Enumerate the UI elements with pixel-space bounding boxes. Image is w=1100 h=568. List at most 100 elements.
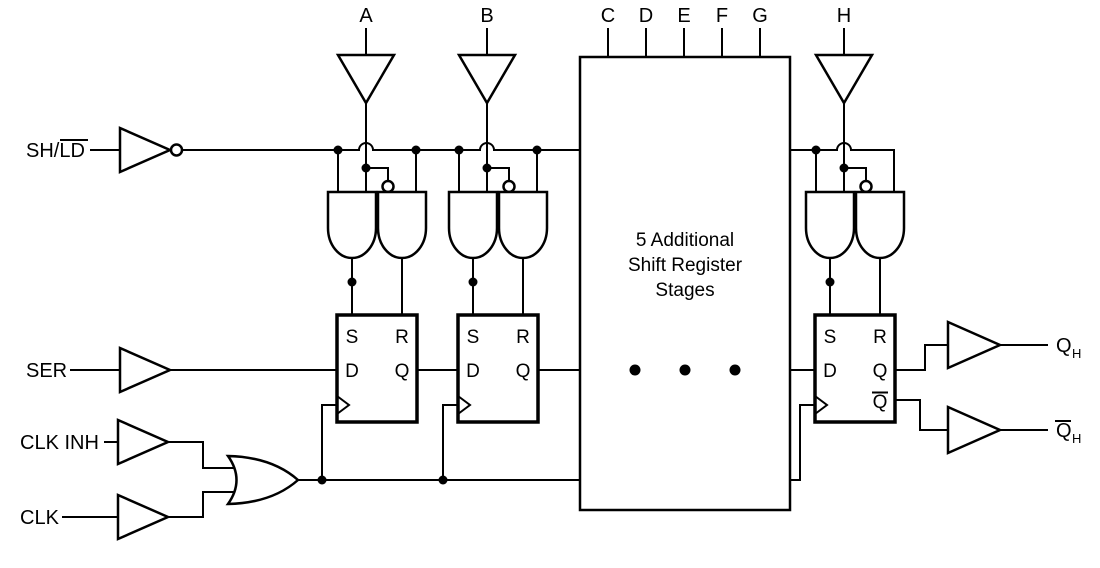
- s1-reset-and-gate-icon: [376, 190, 428, 260]
- wire-clock-bus-right: [790, 404, 815, 481]
- junction-dot: [825, 277, 835, 287]
- wire-shld-bus-left: [182, 142, 580, 151]
- stages-box-label-1: 5 Additional: [636, 230, 734, 251]
- stage-2: S R D Q: [447, 150, 580, 424]
- inverter-icon: [118, 126, 174, 174]
- input-d: D: [639, 5, 653, 57]
- additional-stages-box: 5 Additional Shift Register Stages: [578, 55, 815, 512]
- wire-q8-buffer: [895, 344, 948, 371]
- ser-input: SER: [26, 346, 337, 394]
- stages-box-label-3: Stages: [655, 280, 714, 301]
- input-label-h: H: [837, 5, 851, 27]
- ff8-q-label: Q: [873, 361, 888, 382]
- ff1-clock-edge-icon: [336, 395, 351, 415]
- ellipsis-dot: [729, 364, 741, 376]
- buffer-h-icon: [813, 53, 875, 106]
- s1-set-and-gate-icon: [326, 190, 378, 260]
- input-label-d: D: [639, 5, 653, 27]
- wire-s2-data-branch: [487, 167, 510, 181]
- junction-dots: [317, 145, 849, 485]
- wire-shld-bus-right: [790, 142, 895, 192]
- flip-flop-8: [813, 313, 897, 424]
- ff2-clock-edge-icon: [457, 395, 472, 415]
- ff8-qbar-label: Q: [873, 392, 888, 413]
- ff1-reset-label: R: [395, 327, 409, 348]
- qh-sub-label: H: [1072, 346, 1081, 361]
- wire-clock-ff1: [321, 404, 337, 480]
- wire-clkinh-out: [168, 441, 236, 469]
- junction-dot: [317, 475, 327, 485]
- junction-dot: [454, 145, 464, 155]
- input-c: C: [601, 5, 615, 57]
- shld-label: SH/LD: [26, 140, 85, 162]
- or-gate-icon: [225, 454, 300, 506]
- qhbar-label: Q: [1056, 420, 1072, 442]
- input-b: B: [456, 5, 518, 192]
- outputs: Q H Q H: [895, 320, 1081, 455]
- junction-dot: [468, 277, 478, 287]
- wire-s8-data-branch: [844, 167, 867, 181]
- ff2-reset-label: R: [516, 327, 530, 348]
- junction-dot: [411, 145, 421, 155]
- junction-dot: [361, 163, 371, 173]
- inverter-bubble-icon: [169, 143, 184, 157]
- qhbar-sub-label: H: [1072, 431, 1081, 446]
- junction-dot: [811, 145, 821, 155]
- input-label-a: A: [359, 5, 373, 27]
- clk-label: CLK: [20, 507, 60, 529]
- stages-box: [578, 55, 792, 512]
- wire-q8bar-buffer: [895, 399, 948, 431]
- buffer-qh-icon: [946, 320, 1004, 370]
- input-label-e: E: [677, 5, 690, 27]
- input-h: H: [813, 5, 875, 192]
- qh-label: Q: [1056, 335, 1072, 357]
- clk-inh-label: CLK INH: [20, 432, 99, 454]
- junction-dot: [438, 475, 448, 485]
- s8-set-and-gate-icon: [804, 190, 856, 260]
- s2-reset-and-gate-icon: [497, 190, 549, 260]
- input-e: E: [677, 5, 691, 57]
- buffer-clkinh-icon: [116, 418, 172, 466]
- wire-clk-out: [168, 491, 236, 518]
- junction-dot: [347, 277, 357, 287]
- ellipsis-dot: [679, 364, 691, 376]
- stages-box-label-2: Shift Register: [628, 255, 743, 276]
- junction-dot: [532, 145, 542, 155]
- s8-input-bubble-icon: [859, 179, 873, 194]
- s2-set-and-gate-icon: [447, 190, 499, 260]
- ser-label: SER: [26, 360, 67, 382]
- ellipsis-dot: [629, 364, 641, 376]
- input-label-c: C: [601, 5, 615, 27]
- buffer-a-icon: [335, 53, 397, 106]
- stage-8: S R D Q Q: [804, 150, 906, 424]
- clk-input: CLK: [20, 491, 236, 541]
- ff2-set-label: S: [467, 327, 480, 348]
- clk-inh-input: CLK INH: [20, 418, 236, 469]
- input-f: F: [716, 5, 728, 57]
- ff2-data-label: D: [466, 361, 480, 382]
- flip-flop-2: [456, 313, 540, 424]
- ff8-set-label: S: [824, 327, 837, 348]
- s2-input-bubble-icon: [502, 179, 516, 194]
- junction-dot: [482, 163, 492, 173]
- ff8-clock-edge-icon: [814, 395, 829, 415]
- buffer-ser-icon: [118, 346, 174, 394]
- stage-1: S R D Q: [326, 150, 458, 424]
- ff2-q-label: Q: [516, 361, 531, 382]
- top-inputs: A B C D E F G: [335, 5, 875, 192]
- s1-input-bubble-icon: [381, 179, 395, 194]
- input-g: G: [752, 5, 768, 57]
- input-label-b: B: [480, 5, 493, 27]
- junction-dot: [333, 145, 343, 155]
- ff1-data-label: D: [345, 361, 359, 382]
- ff8-data-label: D: [823, 361, 837, 382]
- ff1-q-label: Q: [395, 361, 410, 382]
- s8-reset-and-gate-icon: [854, 190, 906, 260]
- buffer-qhbar-icon: [946, 405, 1004, 455]
- wire-clock-ff2: [442, 404, 458, 480]
- ff8-reset-label: R: [873, 327, 887, 348]
- flip-flop-1: [335, 313, 419, 424]
- junction-dot: [839, 163, 849, 173]
